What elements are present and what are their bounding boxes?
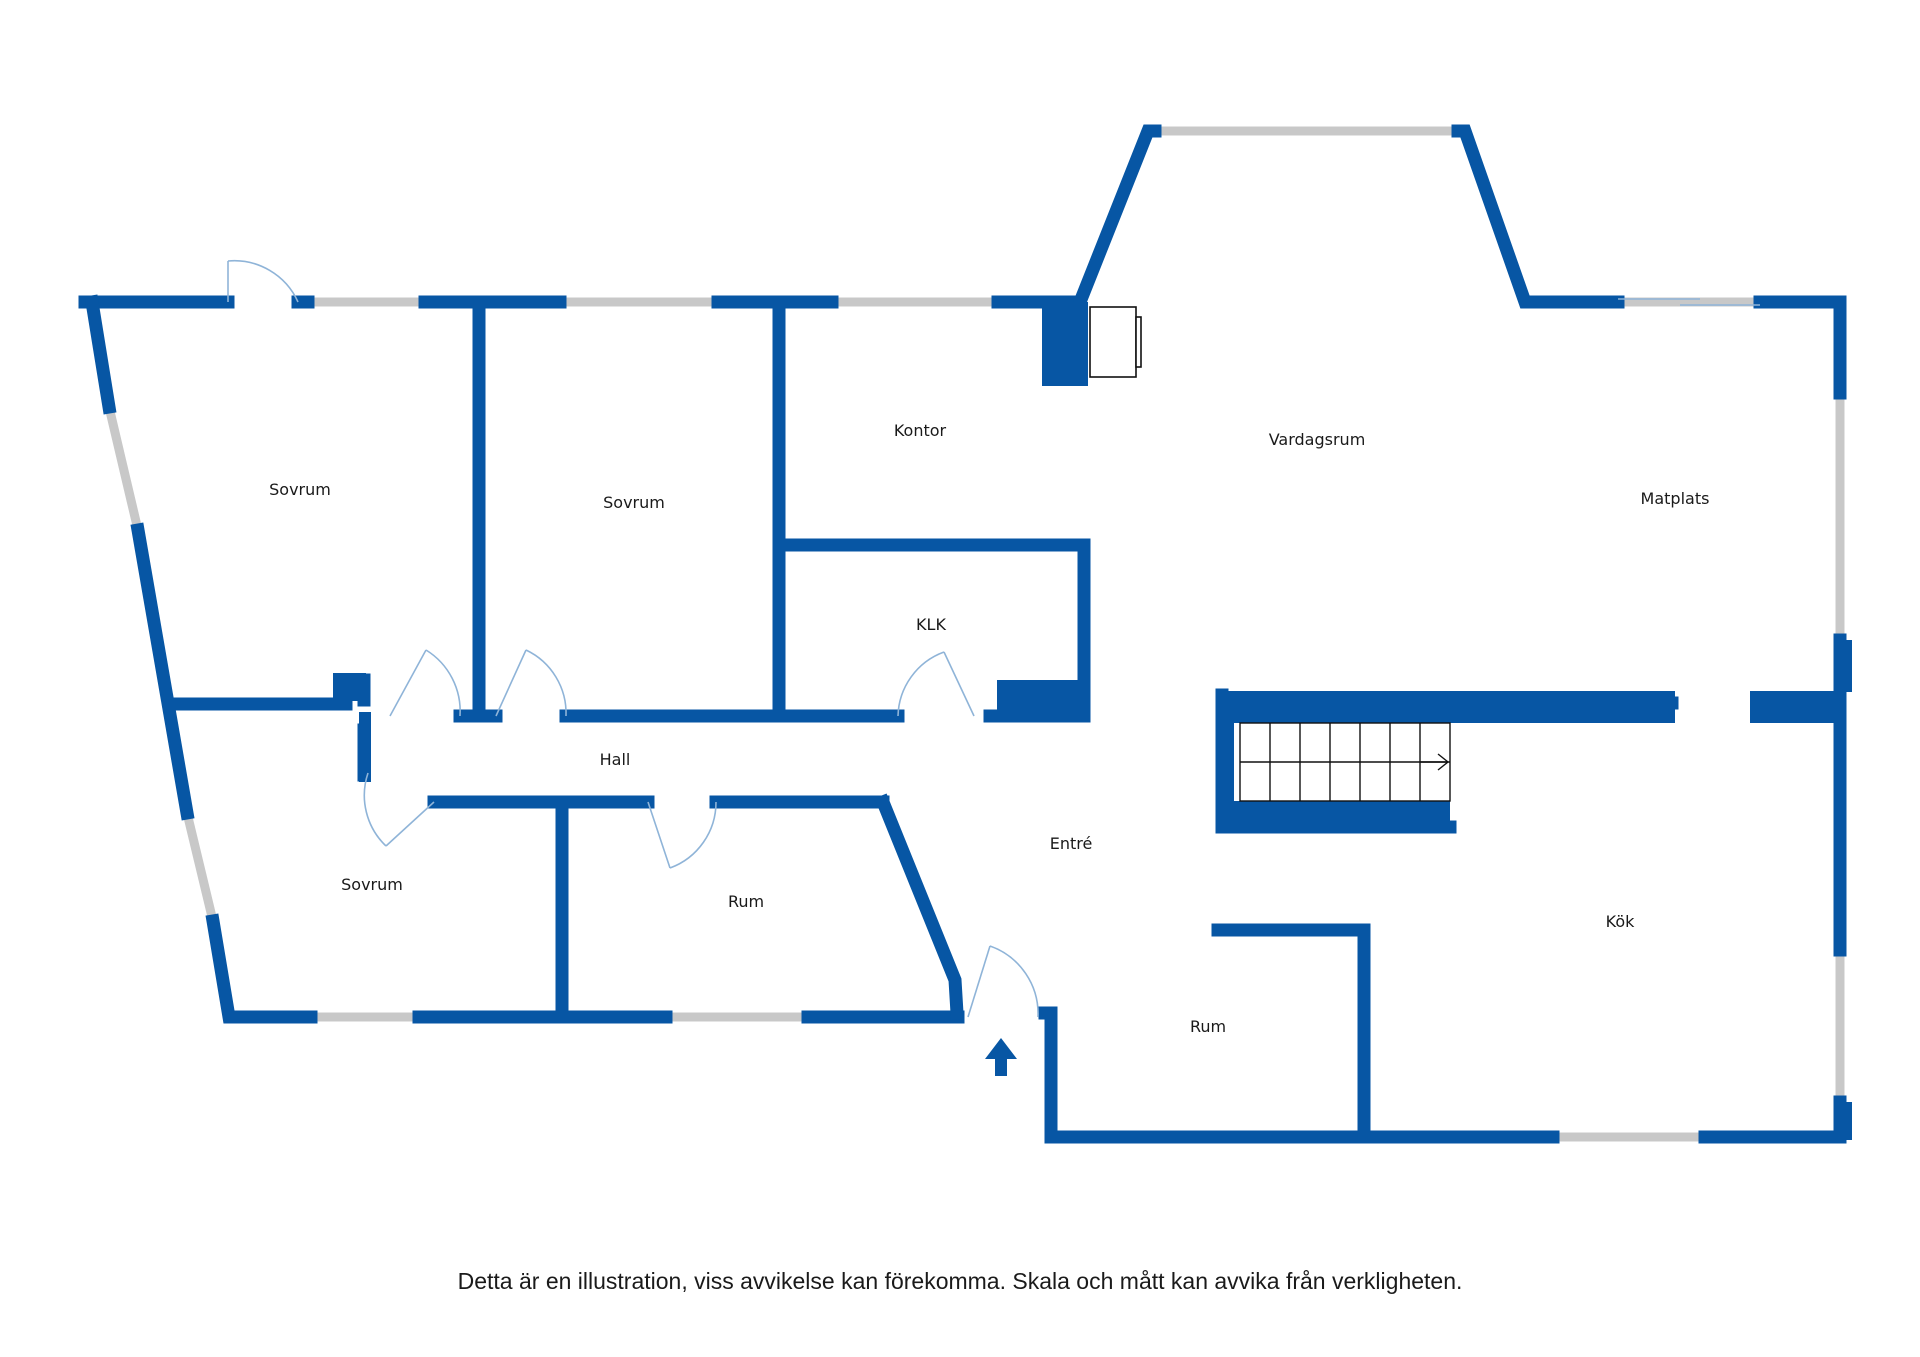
staircase-icon	[1239, 722, 1451, 802]
door-sovrum-2	[495, 649, 567, 717]
walls	[78, 124, 1847, 1144]
room-label-vardagsrum: Vardagsrum	[1269, 430, 1366, 449]
door-rum	[647, 801, 717, 869]
entrance-arrow-icon	[985, 1038, 1017, 1076]
room-label-kontor: Kontor	[894, 421, 947, 440]
fireplace-icon	[1089, 306, 1142, 378]
room-label-rum-1: Rum	[728, 892, 764, 911]
room-label-sovrum-3: Sovrum	[341, 875, 403, 894]
room-label-entre: Entré	[1050, 834, 1093, 853]
wall-blocks	[333, 302, 1852, 1140]
door-sovrum-1	[389, 649, 461, 717]
room-label-sovrum-1: Sovrum	[269, 480, 331, 499]
door-klk	[897, 651, 975, 717]
room-label-matplats: Matplats	[1641, 489, 1710, 508]
disclaimer-text: Detta är en illustration, viss avvikelse…	[457, 1268, 1463, 1294]
room-label-hall: Hall	[600, 750, 631, 769]
door-sovrum-3	[363, 772, 435, 847]
door-entre	[967, 945, 1039, 1018]
room-labels: Sovrum Sovrum Kontor Vardagsrum Matplats…	[269, 421, 1709, 1036]
room-label-klk: KLK	[916, 615, 946, 634]
room-label-kok: Kök	[1606, 912, 1635, 931]
sliding-door	[1618, 298, 1760, 306]
windows	[104, 126, 1845, 1142]
room-label-rum-2: Rum	[1190, 1017, 1226, 1036]
door-sovrum-exterior	[227, 259, 299, 303]
room-label-sovrum-2: Sovrum	[603, 493, 665, 512]
doors	[227, 259, 1039, 1018]
